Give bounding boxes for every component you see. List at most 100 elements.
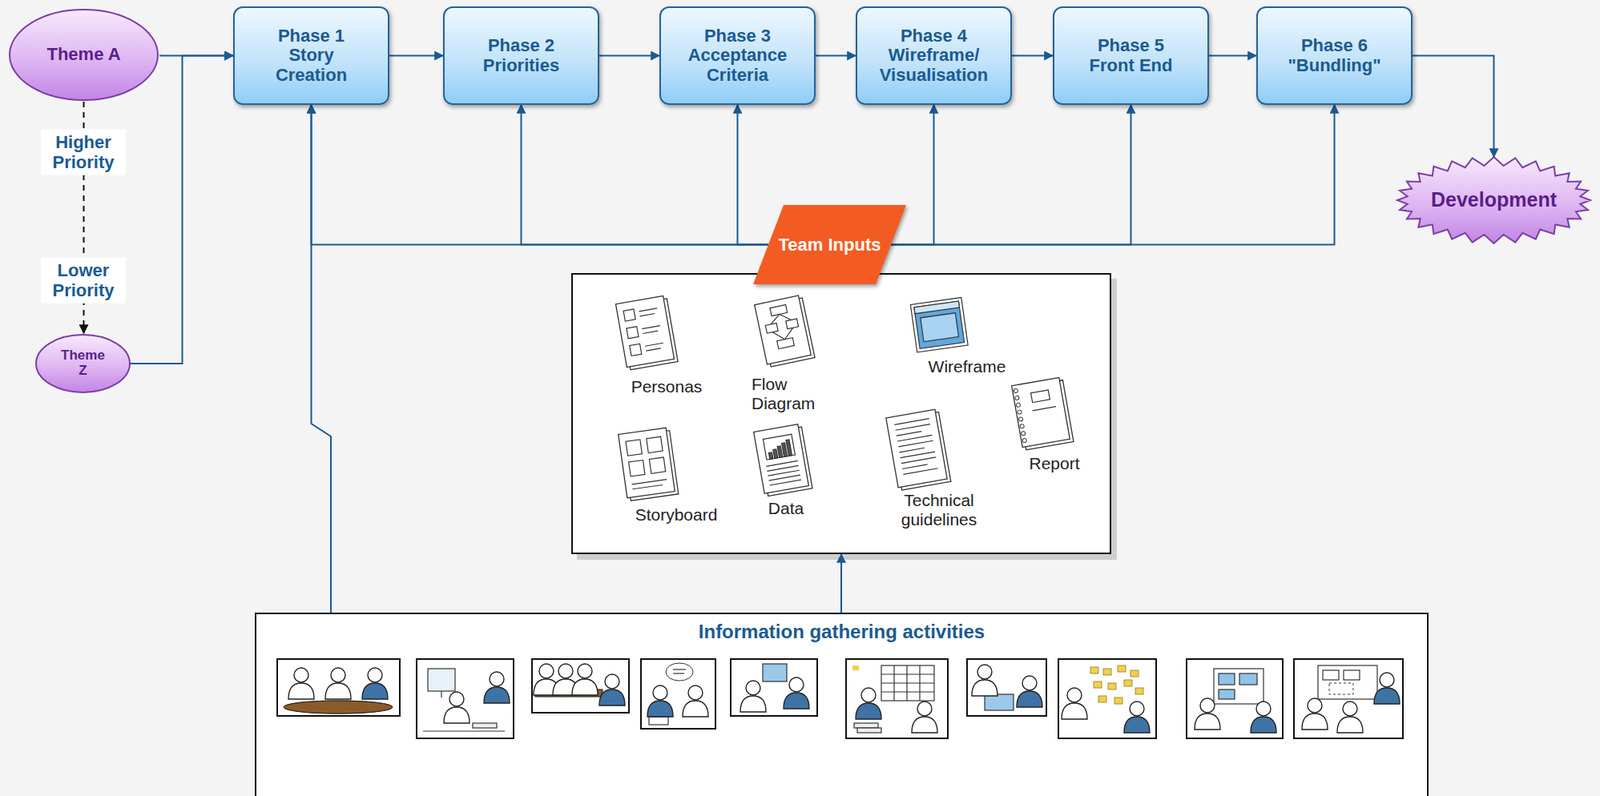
person-head xyxy=(604,674,620,690)
starburst-shape xyxy=(1397,157,1591,244)
person-head xyxy=(652,685,668,701)
activity-panel xyxy=(416,659,514,739)
spiral xyxy=(1019,423,1025,429)
ellipse-shape xyxy=(9,9,158,101)
flow-arrow xyxy=(815,55,856,57)
spiral xyxy=(1013,388,1019,394)
phase-title: Phase 2 xyxy=(487,36,555,57)
development-text: Development xyxy=(1430,189,1557,212)
mini-box xyxy=(648,717,669,726)
person xyxy=(647,685,674,718)
mini-box xyxy=(629,343,642,356)
sticky-note xyxy=(1117,665,1126,673)
person-body xyxy=(599,689,625,706)
stroke xyxy=(767,470,799,476)
dashed-box xyxy=(1329,683,1354,695)
stroke xyxy=(901,457,936,464)
spiral xyxy=(1022,438,1028,444)
person-head xyxy=(1200,698,1215,714)
person xyxy=(971,664,998,697)
panel-frame xyxy=(730,659,818,717)
artifact-caption: Report xyxy=(1028,454,1080,474)
sticky-note xyxy=(1098,696,1107,703)
phase-name: Acceptance Criteria xyxy=(679,45,796,85)
mini-box xyxy=(1218,689,1235,700)
person-head xyxy=(1129,701,1145,717)
phase-name: Front End xyxy=(1089,56,1173,77)
flow-arrow xyxy=(311,104,332,613)
artifact-caption: Storyboard xyxy=(635,505,718,525)
page xyxy=(1011,377,1071,448)
stroke xyxy=(772,330,785,342)
mini-box xyxy=(920,313,960,343)
ellipse-shape xyxy=(36,334,130,393)
spiral xyxy=(1017,410,1023,416)
note xyxy=(852,665,859,671)
person-head xyxy=(330,668,346,683)
person-body xyxy=(971,680,998,697)
person-body xyxy=(911,717,938,734)
mini-box xyxy=(768,452,773,460)
person-body xyxy=(443,707,470,724)
stroke xyxy=(897,435,932,442)
person-head xyxy=(977,664,992,680)
stroke xyxy=(899,447,926,453)
team-inputs-tag: Team Inputs xyxy=(778,234,882,256)
page xyxy=(618,427,676,499)
speech-bubble xyxy=(665,663,694,682)
artifact-caption: Technical guidelines xyxy=(894,491,984,530)
phase-name: Priorities xyxy=(483,56,560,77)
person xyxy=(443,692,470,724)
phase-name: "Bundling" xyxy=(1287,56,1381,77)
phase-box: Phase 6"Bundling" xyxy=(1256,6,1413,105)
person-body xyxy=(572,679,598,696)
activity-panel xyxy=(277,659,400,717)
mini-box xyxy=(914,301,965,349)
person xyxy=(599,674,625,706)
stroke xyxy=(768,475,800,481)
person-head xyxy=(745,681,761,696)
table xyxy=(283,701,393,714)
parallelogram xyxy=(753,205,907,285)
page xyxy=(754,295,812,365)
flow-arrow xyxy=(1412,56,1495,158)
person-head xyxy=(1067,688,1082,703)
tag-shape: Team Inputs xyxy=(753,205,907,285)
panel-frame xyxy=(640,659,716,730)
mini-box xyxy=(472,723,497,729)
theme-ellipse: Theme Z xyxy=(34,333,132,395)
artifact-caption: Data xyxy=(768,499,804,519)
person-body xyxy=(855,703,882,720)
info-ground xyxy=(254,612,1429,796)
person-body xyxy=(1124,717,1150,734)
stroke xyxy=(779,312,792,323)
mini-box xyxy=(777,446,782,458)
person xyxy=(325,668,351,700)
spiral xyxy=(1020,431,1026,436)
person-head xyxy=(539,664,554,679)
mini-box xyxy=(648,457,665,474)
person-body xyxy=(740,696,766,713)
flow-arrow xyxy=(840,554,843,613)
flow-arrow xyxy=(311,104,770,246)
stroke xyxy=(640,314,656,317)
mini-box xyxy=(626,326,639,339)
person xyxy=(1194,698,1221,730)
mini-box xyxy=(1218,673,1235,686)
mini-box xyxy=(1317,665,1378,700)
artifact-label: Report xyxy=(1028,454,1080,474)
stroke xyxy=(765,460,798,467)
person-head xyxy=(1342,701,1358,717)
spiral xyxy=(1015,395,1020,401)
sticky-note xyxy=(1108,683,1117,690)
person xyxy=(1061,688,1088,720)
person-head xyxy=(558,664,573,679)
artifact-label: Flow Diagram xyxy=(751,374,828,414)
person-body xyxy=(325,683,351,700)
panel-frame xyxy=(531,659,629,714)
phase-name: Story Creation xyxy=(253,45,370,85)
person xyxy=(1337,701,1363,734)
person-head xyxy=(917,701,932,717)
flow-arrow xyxy=(890,104,1335,246)
sticky-note xyxy=(1130,670,1139,678)
